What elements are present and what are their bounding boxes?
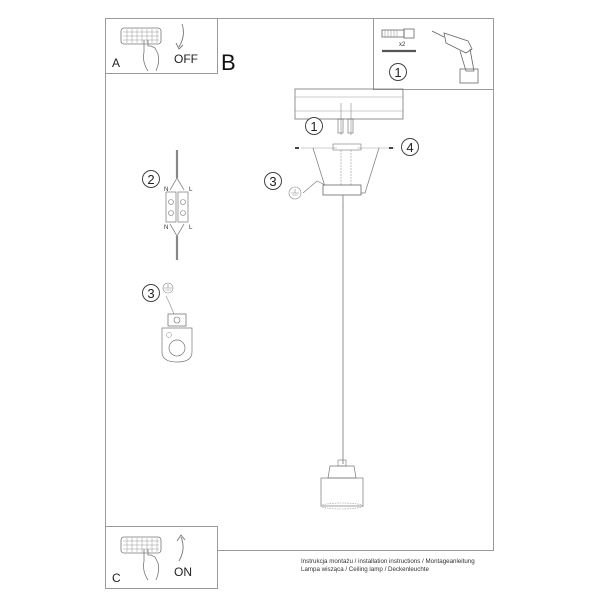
switch-off-label: OFF bbox=[174, 52, 198, 66]
callout-1-ceiling-screws: 1 bbox=[305, 117, 323, 135]
callout-4-side-screws: 4 bbox=[401, 138, 419, 156]
terminal-label-n-bottom: N bbox=[164, 224, 169, 231]
lamp-shade-diagram bbox=[320, 459, 364, 510]
switch-on-label: ON bbox=[174, 565, 192, 579]
panel-a-letter: A bbox=[112, 56, 121, 70]
footer-line-2: Lampa wisząca / Ceiling lamp / Deckenleu… bbox=[301, 566, 429, 573]
panel-a-switch-off: A OFF bbox=[105, 18, 218, 74]
terminal-label-n-top: N bbox=[164, 186, 169, 193]
section-b-label: B bbox=[221, 50, 236, 75]
panel-c-switch-on: C ON bbox=[105, 526, 218, 589]
callout-3-ground: 3 bbox=[264, 172, 282, 190]
callout-2-terminal: 2 bbox=[142, 170, 160, 188]
suspension-cable bbox=[342, 206, 344, 464]
terminal-label-l-bottom: L bbox=[189, 224, 193, 231]
wall-plug-icon bbox=[381, 28, 415, 39]
callout-1-parts: 1 bbox=[389, 63, 407, 81]
arrow-up-icon bbox=[176, 534, 186, 562]
arrow-down-icon bbox=[175, 23, 184, 50]
screw-icon bbox=[382, 49, 416, 53]
switch-hand-icon bbox=[120, 536, 162, 581]
panel-c-letter: C bbox=[112, 571, 121, 585]
footer-title-block bbox=[218, 550, 494, 589]
terminal-block-diagram bbox=[165, 150, 189, 260]
power-drill-icon bbox=[431, 30, 479, 84]
terminal-label-l-top: L bbox=[189, 186, 193, 193]
quantity-label: x2 bbox=[399, 42, 406, 48]
footer-line-1: Instrukcja montażu / installation instru… bbox=[301, 558, 475, 565]
callout-3-ground-detail: 3 bbox=[142, 284, 160, 302]
ground-terminal-diagram bbox=[161, 282, 193, 363]
parts-tools-box: x2 1 bbox=[373, 18, 494, 90]
ceiling-mount-diagram bbox=[288, 88, 404, 207]
switch-hand-icon bbox=[120, 27, 162, 72]
